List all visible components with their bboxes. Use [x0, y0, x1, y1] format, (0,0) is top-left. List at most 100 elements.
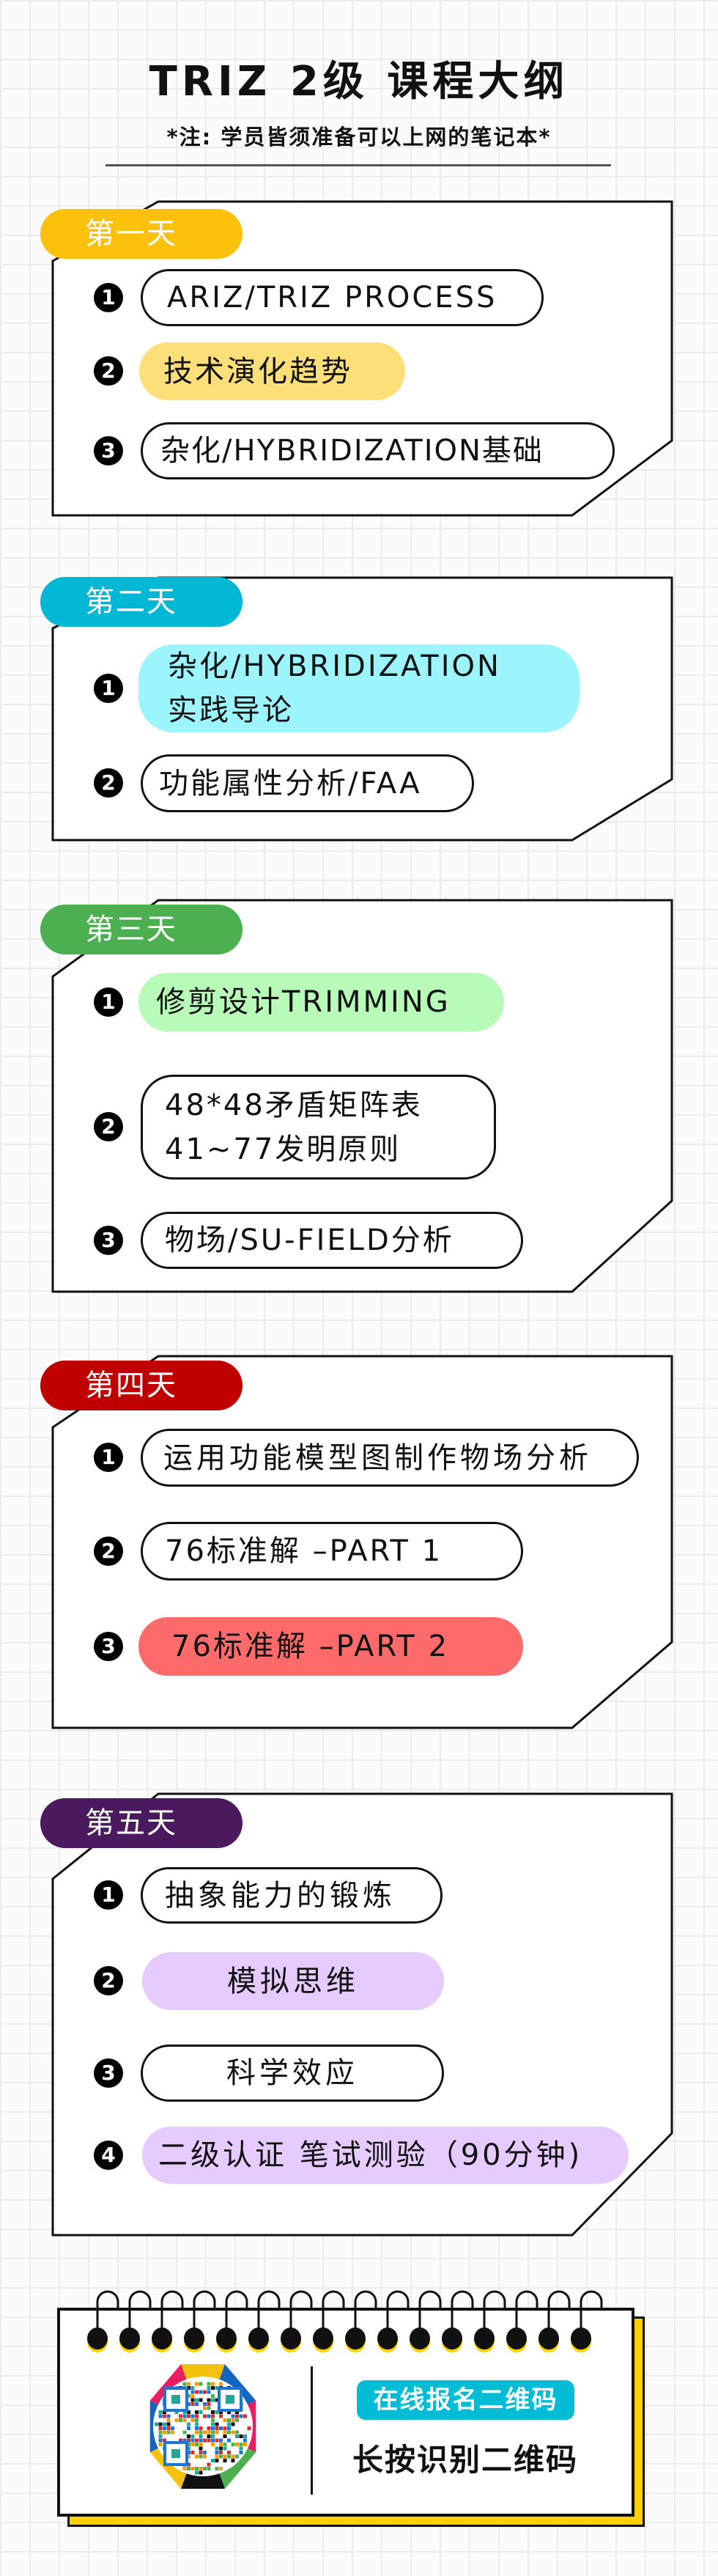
qr-module — [195, 2454, 199, 2459]
qr-module — [211, 2443, 215, 2446]
qr-module — [166, 2430, 171, 2435]
qr-module — [182, 2414, 187, 2418]
qr-module — [195, 2414, 199, 2418]
qr-module — [199, 2382, 203, 2386]
qr-module — [203, 2402, 207, 2406]
qr-module — [166, 2422, 171, 2426]
qr-code-icon[interactable] — [137, 2357, 269, 2496]
qr-module — [179, 2418, 182, 2422]
qr-module — [182, 2410, 187, 2414]
qr-module — [215, 2438, 219, 2443]
qr-module — [211, 2438, 215, 2443]
qr-module — [231, 2454, 235, 2459]
qr-module — [182, 2418, 187, 2422]
day-5-item-1: 抽象能力的锻炼 — [141, 1867, 443, 1924]
qr-finder-center — [226, 2395, 234, 2404]
qr-module — [158, 2422, 163, 2426]
qr-module — [207, 2426, 211, 2430]
qr-module — [247, 2426, 251, 2430]
qr-module — [155, 2422, 158, 2426]
qr-module — [190, 2402, 195, 2406]
qr-module — [187, 2382, 190, 2386]
qr-module — [207, 2435, 211, 2438]
qr-module — [190, 2435, 195, 2438]
qr-module — [207, 2398, 211, 2402]
qr-module — [219, 2426, 223, 2430]
qr-module — [190, 2438, 195, 2443]
qr-module — [219, 2410, 223, 2414]
qr-module — [199, 2390, 203, 2394]
qr-module — [195, 2438, 199, 2443]
qr-module — [223, 2418, 227, 2422]
qr-module — [203, 2438, 207, 2443]
number-badge: 2 — [94, 1966, 123, 1995]
qr-module — [235, 2454, 239, 2459]
day-5-item-2: 模拟思维 — [142, 1952, 444, 2010]
number-badge: 1 — [94, 283, 123, 312]
qr-module — [239, 2443, 243, 2446]
day-1-item-3: 杂化/HYBRIDIZATION基础 — [141, 422, 615, 479]
qr-module — [195, 2422, 199, 2426]
day-2-item-1: 杂化/HYBRIDIZATION 实践导论 — [138, 644, 580, 732]
qr-module — [187, 2435, 190, 2438]
day-4-item-2: 76标准解 –PART 1 — [141, 1522, 523, 1580]
qr-module — [203, 2454, 207, 2459]
qr-module — [223, 2459, 227, 2462]
qr-module — [207, 2406, 211, 2410]
qr-module — [187, 2451, 190, 2454]
qr-module — [187, 2410, 190, 2414]
qr-module — [223, 2446, 227, 2451]
qr-module — [207, 2430, 211, 2435]
qr-module — [239, 2435, 243, 2438]
qr-module — [219, 2454, 223, 2459]
qr-module — [243, 2435, 247, 2438]
qr-module — [215, 2398, 219, 2402]
qr-module — [211, 2398, 215, 2402]
qr-module — [190, 2398, 195, 2402]
qr-module — [227, 2422, 231, 2426]
qr-module — [187, 2402, 190, 2406]
qr-module — [199, 2446, 203, 2451]
qr-module — [207, 2414, 211, 2418]
qr-module — [158, 2443, 163, 2446]
qr-module — [231, 2430, 235, 2435]
qr-module — [223, 2454, 227, 2459]
day-5-tag: 第五天 — [40, 1798, 243, 1848]
number-badge: 1 — [94, 1443, 123, 1472]
qr-module — [203, 2467, 207, 2470]
qr-module — [195, 2426, 199, 2430]
qr-module — [227, 2418, 231, 2422]
day-4-tag: 第四天 — [40, 1361, 243, 1410]
qr-module — [195, 2402, 199, 2406]
qr-caption: 长按识别二维码 — [352, 2442, 578, 2478]
qr-module — [179, 2414, 182, 2418]
signup-qr-badge: 在线报名二维码 — [357, 2380, 574, 2420]
qr-module — [231, 2422, 235, 2426]
qr-module — [211, 2394, 215, 2398]
day-1-tag: 第一天 — [40, 209, 243, 259]
qr-module — [163, 2410, 166, 2414]
number-badge: 1 — [94, 674, 123, 703]
qr-module — [195, 2410, 199, 2414]
qr-module — [215, 2426, 219, 2430]
qr-module — [195, 2470, 199, 2475]
qr-module — [239, 2414, 243, 2418]
qr-module — [239, 2451, 243, 2454]
qr-module — [199, 2451, 203, 2454]
qr-module — [190, 2394, 195, 2398]
qr-module — [199, 2454, 203, 2459]
day-5-item-3: 科学效应 — [141, 2045, 444, 2102]
qr-module — [243, 2443, 247, 2446]
qr-module — [235, 2418, 239, 2422]
qr-module — [166, 2418, 171, 2422]
qr-module — [215, 2459, 219, 2462]
qr-module — [190, 2418, 195, 2422]
number-badge: 1 — [94, 987, 123, 1017]
qr-module — [219, 2446, 223, 2451]
number-badge: 3 — [94, 2058, 123, 2088]
day-5-item-4: 二级认证 笔试测验（90分钟) — [142, 2127, 629, 2184]
qr-module — [166, 2414, 171, 2418]
qr-module — [195, 2382, 199, 2386]
qr-module — [199, 2443, 203, 2446]
qr-module — [235, 2443, 239, 2446]
